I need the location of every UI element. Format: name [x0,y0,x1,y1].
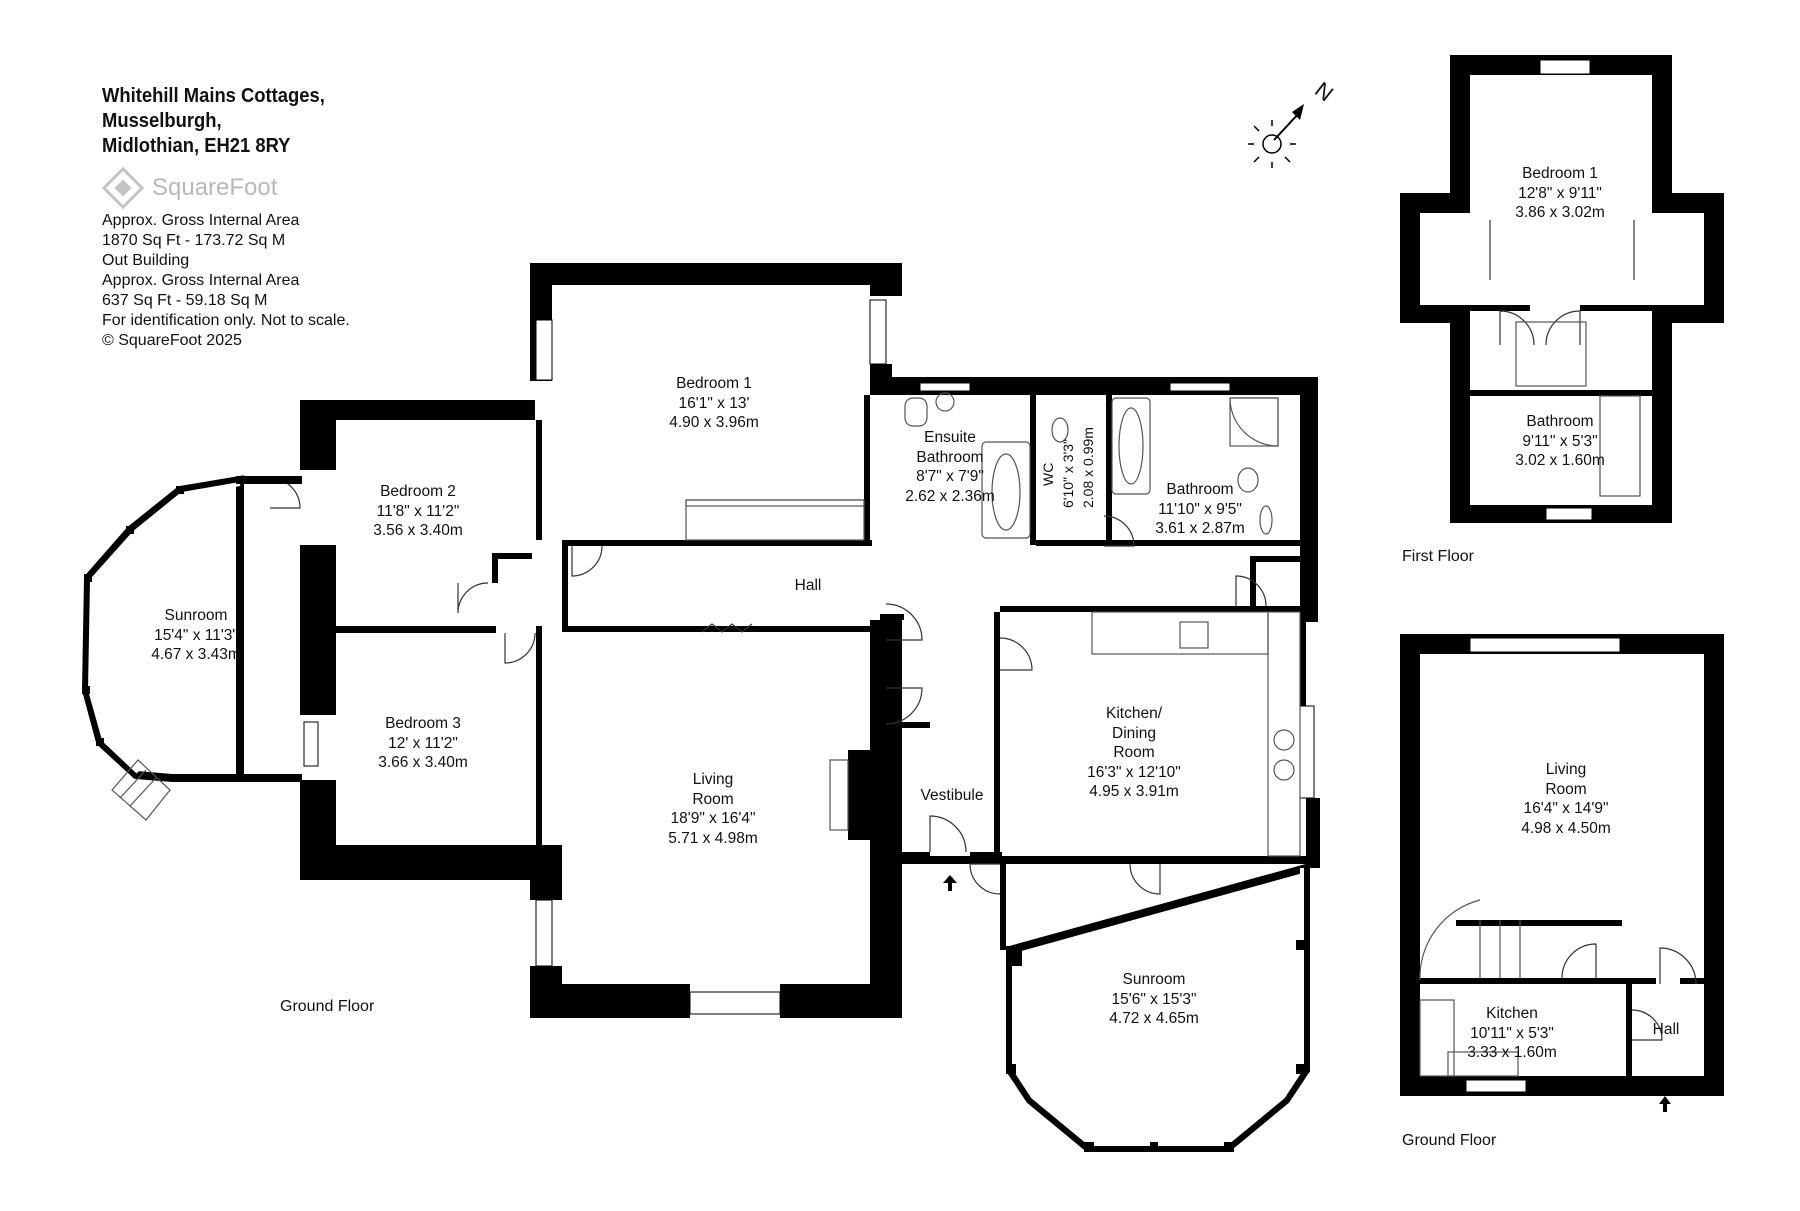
address-line-2: Musselburgh, [102,110,222,132]
room-label-wc-metric: 2.08 x 0.99m [1080,427,1096,508]
room-label-sunroom-left: Sunroom 15'4" x 11'3" 4.67 x 3.43m [151,607,241,663]
main-house-plan [81,263,1320,1152]
squarefoot-logo: SquareFoot [101,166,350,210]
room-label-living-room: Living Room 18'9" x 16'4" 5.71 x 4.98m [668,771,758,847]
room-label-bedroom-1: Bedroom 1 16'1" x 13' 4.90 x 3.96m [669,375,759,431]
floor-label-main-ground: Ground Floor [280,998,375,1015]
room-label-out-hall: Hall [1652,1021,1680,1038]
copyright: © SquareFoot 2025 [102,332,242,349]
room-label-wc: WC [1040,462,1056,486]
room-label-ensuite-bathroom: Ensuite Bathroom 8'7" x 7'9" 2.62 x 2.36… [905,429,995,505]
area-line: For identification only. Not to scale. [102,312,350,329]
floor-label-first: First Floor [1402,548,1474,565]
room-label-wc-imperial: 6'10" x 3'3" [1060,439,1076,508]
address-line-1: Whitehill Mains Cottages, [102,85,325,107]
info-block: Whitehill Mains Cottages, Musselburgh, M… [101,84,350,351]
room-label-out-bathroom: Bathroom 9'11" x 5'3" 3.02 x 1.60m [1515,413,1605,469]
compass-icon [1248,104,1304,168]
area-line: Out Building [102,252,190,269]
room-label-bathroom: Bathroom 11'10" x 9'5" 3.61 x 2.87m [1155,481,1245,537]
room-label-bedroom-2: Bedroom 2 11'8" x 11'2" 3.56 x 3.40m [373,483,463,539]
outbuilding-first-floor-plan [1400,55,1724,523]
room-label-out-living-room: Living Room 16'4" x 14'9" 4.98 x 4.50m [1521,761,1611,837]
room-label-out-bedroom-1: Bedroom 1 12'8" x 9'11" 3.86 x 3.02m [1515,165,1605,221]
area-info: Approx. Gross Internal Area 1870 Sq Ft -… [102,211,350,351]
outbuilding-ground-floor-plan [1400,634,1724,1112]
floor-label-out-ground: Ground Floor [1402,1132,1497,1149]
area-line: 637 Sq Ft - 59.18 Sq M [102,292,268,309]
area-line: Approx. Gross Internal Area [102,212,300,229]
room-label-out-kitchen: Kitchen 10'11" x 5'3" 3.33 x 1.60m [1467,1005,1557,1061]
area-line: 1870 Sq Ft - 173.72 Sq M [102,232,286,249]
room-label-hall: Hall [794,577,822,594]
area-line: Approx. Gross Internal Area [102,272,300,289]
room-label-bedroom-3: Bedroom 3 12' x 11'2" 3.66 x 3.40m [378,715,468,771]
room-label-kitchen-dining: Kitchen/ Dining Room 16'3" x 12'10" 4.95… [1087,705,1181,800]
room-label-sunroom-right: Sunroom 15'6" x 15'3" 4.72 x 4.65m [1109,971,1199,1027]
room-label-vestibule: Vestibule [920,787,984,804]
logo-text: SquareFoot [152,174,278,201]
address-line-3: Midlothian, EH21 8RY [102,135,291,157]
squarefoot-logo-icon [101,166,145,210]
